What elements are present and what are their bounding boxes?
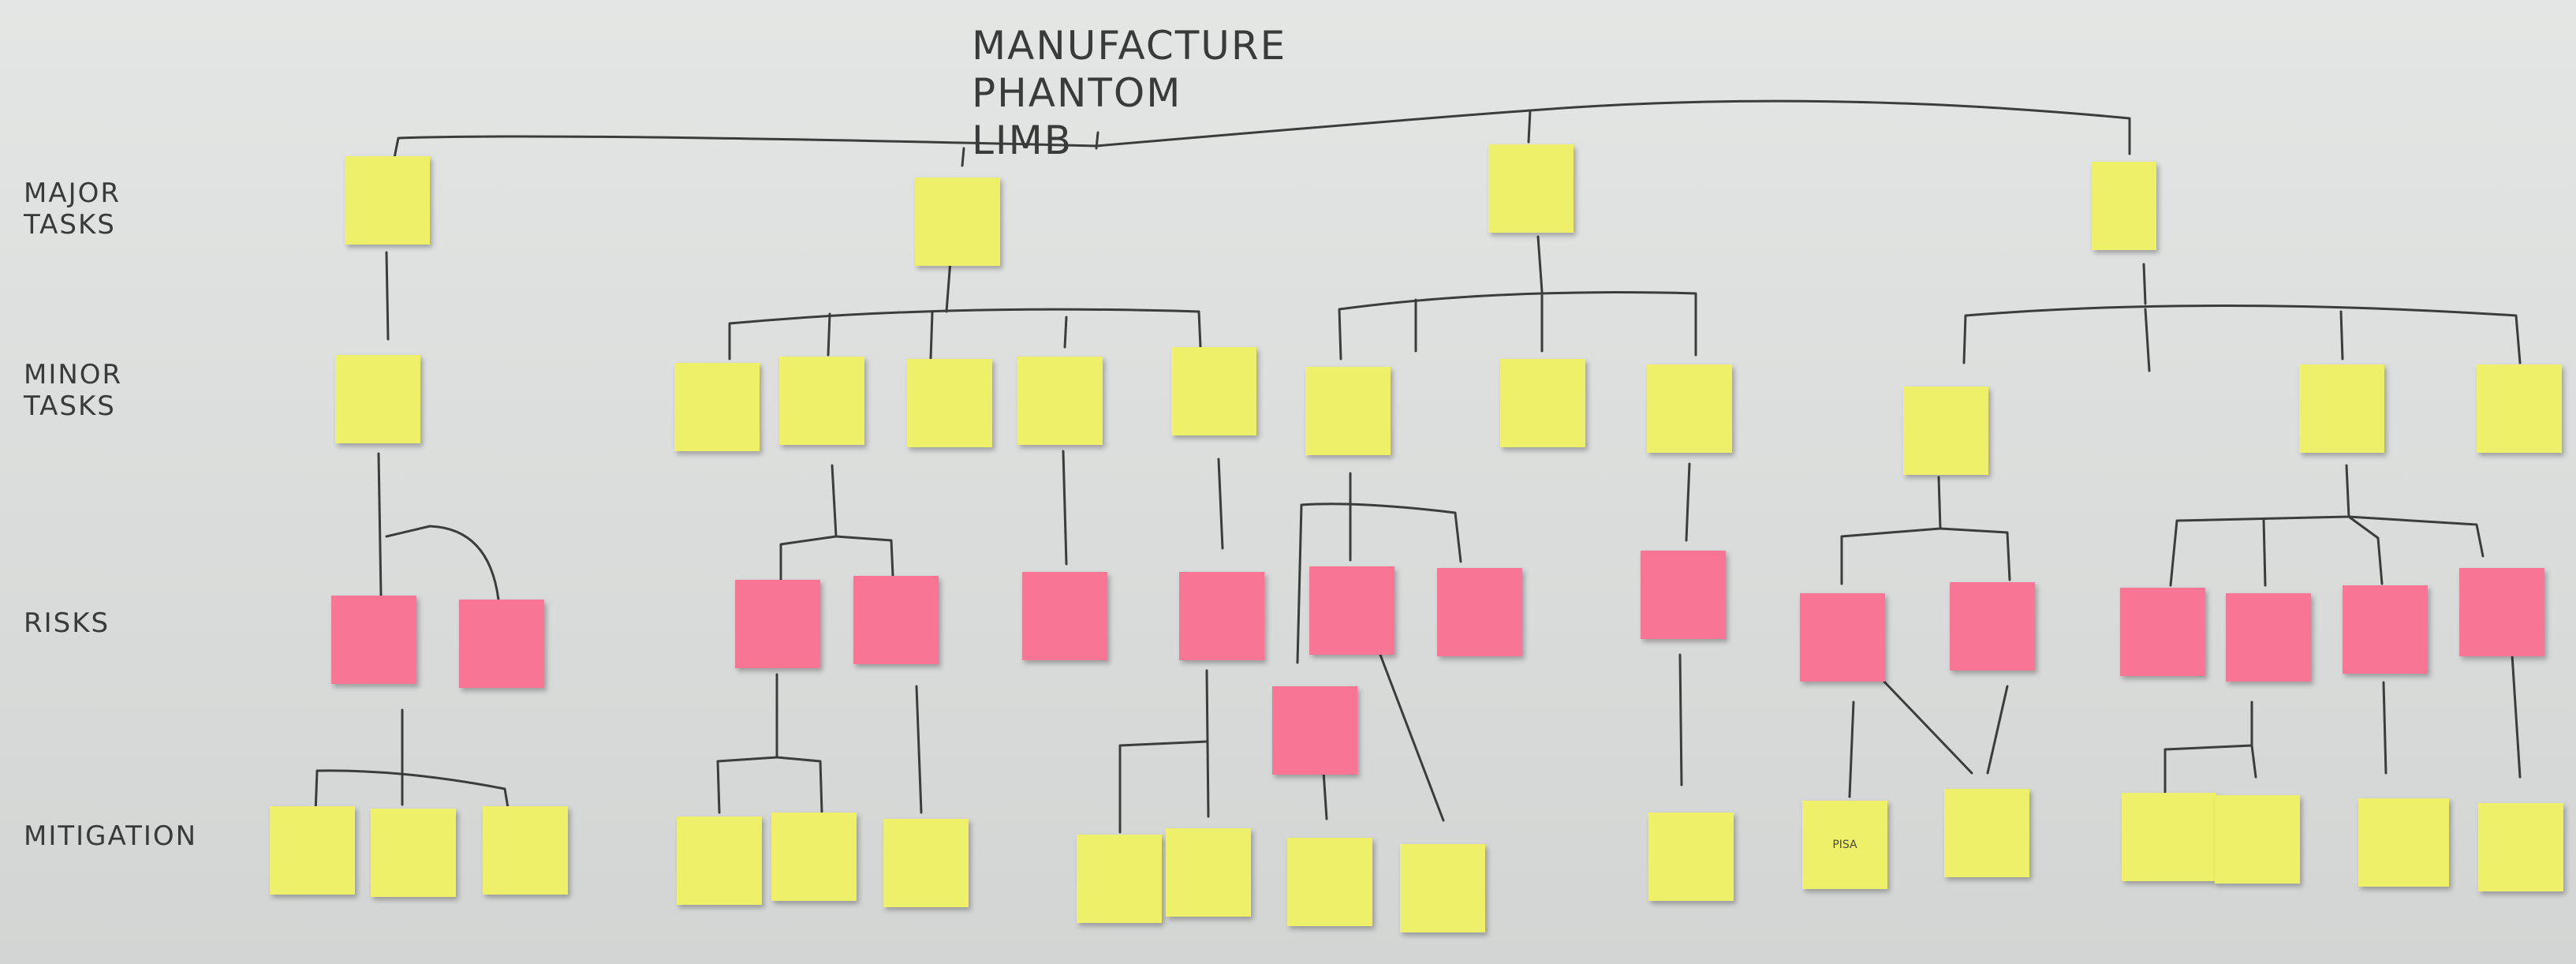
title-line-2: PHANTOM LIMB: [972, 70, 1182, 163]
row-label-major-line-1: MAJOR: [24, 177, 121, 209]
sticky-note-minor-8[interactable]: [1500, 359, 1585, 447]
row-label-risks: RISKS: [24, 607, 213, 639]
sticky-note-risk-8[interactable]: [1437, 568, 1522, 656]
sticky-note-mitigation-15[interactable]: [2358, 798, 2449, 887]
sticky-note-risk-5[interactable]: [1022, 572, 1107, 660]
sticky-note-mitigation-9[interactable]: [1287, 838, 1372, 926]
sticky-note-minor-1[interactable]: [335, 355, 420, 443]
sticky-note-major-3[interactable]: [1488, 144, 1574, 233]
sticky-note-mitigation-11[interactable]: [1648, 813, 1734, 901]
sticky-note-risk-4[interactable]: [853, 576, 939, 664]
sticky-note-mitigation-3[interactable]: [483, 806, 568, 895]
sticky-note-minor-10[interactable]: [1903, 387, 1988, 475]
diagram-title: MANUFACTURE PHANTOM LIMB: [972, 22, 1287, 164]
sticky-note-mitigation-2[interactable]: [371, 809, 456, 897]
sticky-note-minor-12[interactable]: [2477, 364, 2562, 453]
sticky-note-mitigation-6[interactable]: [883, 819, 969, 907]
row-label-major-tasks: MAJOR TASKS: [24, 177, 213, 241]
sticky-note-risk-14[interactable]: [2226, 593, 2311, 682]
sticky-note-mitigation-pisa[interactable]: PISA: [1802, 801, 1887, 889]
sticky-note-risk-10[interactable]: [1641, 551, 1726, 639]
sticky-note-mitigation-8[interactable]: [1166, 828, 1251, 917]
sticky-note-risk-7[interactable]: [1309, 566, 1394, 655]
row-label-mitigation: MITIGATION: [24, 820, 229, 852]
row-label-minor-tasks: MINOR TASKS: [24, 359, 213, 422]
sticky-note-risk-9[interactable]: [1272, 686, 1357, 775]
sticky-note-mitigation-1[interactable]: [270, 806, 355, 895]
sticky-note-major-1[interactable]: [345, 156, 430, 245]
sticky-note-risk-3[interactable]: [735, 580, 820, 668]
sticky-note-minor-2[interactable]: [674, 363, 760, 451]
sticky-note-risk-1[interactable]: [331, 596, 416, 684]
sticky-note-minor-9[interactable]: [1647, 364, 1732, 453]
row-label-mitigation-line-1: MITIGATION: [24, 820, 198, 852]
sticky-note-minor-11[interactable]: [2299, 364, 2384, 453]
row-label-risks-line-1: RISKS: [24, 607, 110, 639]
sticky-note-mitigation-7[interactable]: [1077, 835, 1162, 923]
sticky-note-risk-6[interactable]: [1179, 572, 1264, 660]
sticky-note-risk-12[interactable]: [1950, 582, 2035, 671]
sticky-note-risk-13[interactable]: [2120, 588, 2205, 676]
sticky-note-risk-11[interactable]: [1800, 593, 1885, 682]
title-line-1: MANUFACTURE: [972, 23, 1287, 69]
sticky-note-minor-6[interactable]: [1171, 347, 1256, 435]
sticky-note-minor-3[interactable]: [779, 357, 864, 445]
sticky-note-major-2[interactable]: [915, 177, 1000, 266]
sticky-note-minor-5[interactable]: [1017, 357, 1103, 445]
sticky-note-major-4[interactable]: [2092, 162, 2156, 250]
sticky-note-risk-16[interactable]: [2459, 568, 2544, 656]
sticky-note-mitigation-13[interactable]: [2122, 793, 2216, 881]
sticky-note-minor-7[interactable]: [1305, 367, 1391, 455]
sticky-note-mitigation-14[interactable]: [2215, 795, 2300, 884]
row-label-major-line-2: TASKS: [24, 209, 116, 241]
sticky-note-mitigation-4[interactable]: [677, 816, 762, 905]
sticky-note-mitigation-10[interactable]: [1400, 844, 1485, 932]
sticky-note-mitigation-5[interactable]: [771, 813, 857, 901]
row-label-minor-line-1: MINOR: [24, 359, 123, 390]
sticky-note-mitigation-16[interactable]: [2478, 803, 2563, 891]
sticky-note-risk-2[interactable]: [459, 600, 544, 688]
row-label-minor-line-2: TASKS: [24, 390, 116, 422]
sticky-note-minor-4[interactable]: [907, 359, 992, 447]
sticky-note-risk-15[interactable]: [2343, 585, 2428, 674]
sticky-note-mitigation-12[interactable]: [1944, 789, 2029, 877]
